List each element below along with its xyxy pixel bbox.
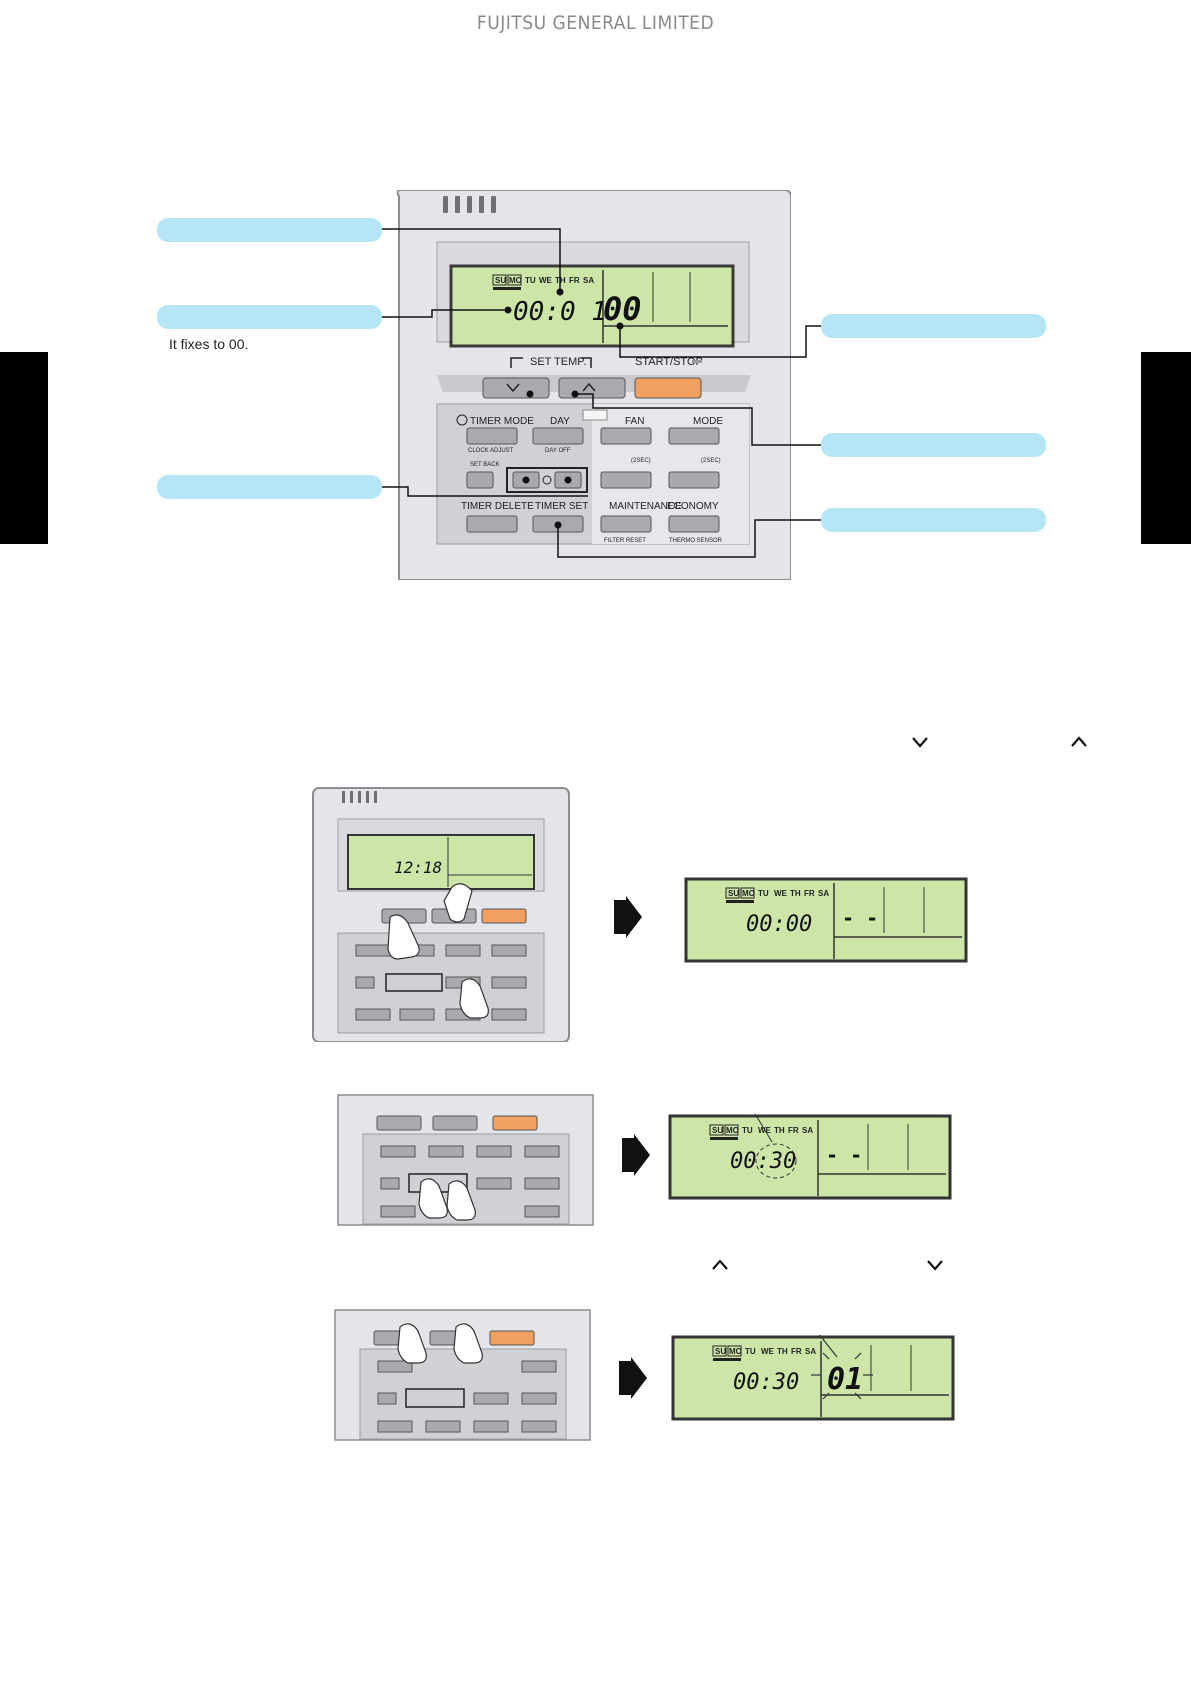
svg-text:TU: TU: [742, 1126, 753, 1135]
svg-text:MAINTENANCE: MAINTENANCE: [609, 501, 682, 512]
right-section-tab: [1141, 352, 1191, 544]
remote-controller: SU MO TU WE TH FR SA 00:0 1 00 SET TEMP.…: [396, 190, 791, 580]
svg-text:SU: SU: [728, 889, 739, 898]
timer-delete-button: [466, 515, 518, 533]
svg-text:SA: SA: [805, 1347, 816, 1356]
svg-text:FAN: FAN: [625, 416, 644, 427]
step1-lcd-value: - -: [842, 906, 878, 930]
day-su: SU: [495, 276, 506, 285]
callout-time-display: [157, 305, 382, 329]
chevron-up-icon: [712, 1259, 728, 1270]
day-tu: TU: [525, 276, 536, 285]
set-back-button: [466, 471, 494, 489]
set-temp-label: SET TEMP.: [530, 356, 586, 368]
svg-text:FR: FR: [788, 1126, 799, 1135]
company-header: FUJITSU GENERAL LIMITED: [476, 12, 715, 34]
arrow-right-icon: [619, 1357, 647, 1399]
svg-text:MODE: MODE: [693, 416, 723, 427]
svg-text:WE: WE: [761, 1347, 775, 1356]
step2-remote: [337, 1094, 594, 1226]
svg-text:THERMO SENSOR: THERMO SENSOR: [669, 538, 723, 544]
svg-text:TH: TH: [777, 1347, 788, 1356]
day-fr: FR: [569, 276, 580, 285]
callout-set-back-buttons: [157, 475, 382, 499]
svg-text:FILTER RESET: FILTER RESET: [604, 538, 646, 544]
swing-horizontal-button: [668, 471, 720, 489]
svg-text:SU: SU: [715, 1347, 726, 1356]
svg-text:DAY: DAY: [550, 416, 570, 427]
start-stop-button: [634, 377, 702, 399]
svg-text:DAY OFF: DAY OFF: [545, 448, 571, 454]
callout-timer-set-button: [821, 508, 1046, 532]
day-sa: SA: [583, 276, 594, 285]
mode-button: [668, 427, 720, 445]
step3-remote: [334, 1309, 591, 1441]
step3-lcd-value: 01: [827, 1362, 863, 1397]
svg-text:MO: MO: [726, 1126, 739, 1135]
left-section-tab: [0, 352, 48, 544]
chevron-down-icon: [912, 737, 928, 748]
svg-text:TIMER DELETE: TIMER DELETE: [461, 501, 534, 512]
svg-text:FR: FR: [804, 889, 815, 898]
svg-text:SET BACK: SET BACK: [470, 462, 500, 468]
svg-text:FR: FR: [791, 1347, 802, 1356]
hand-pointer-icon: [387, 883, 489, 1019]
step3-lcd-time: 00:30: [733, 1370, 799, 1395]
step1-remote: 12:18: [312, 787, 570, 1042]
chevron-up-icon: [1071, 736, 1087, 747]
hand-pointer-icon: [418, 1178, 476, 1221]
step1-small-time: 12:18: [394, 858, 442, 877]
svg-text:TU: TU: [745, 1347, 756, 1356]
maintenance-button: [600, 515, 652, 533]
start-stop-label: START/STOP: [635, 356, 703, 368]
callout-set-temp-buttons: [821, 433, 1046, 457]
svg-text:SA: SA: [802, 1126, 813, 1135]
timer-mode-button: [466, 427, 518, 445]
svg-text:(2SEC): (2SEC): [701, 458, 721, 464]
svg-text:TH: TH: [774, 1126, 785, 1135]
step2-lcd-time: 00:30: [730, 1149, 796, 1174]
svg-text:WE: WE: [774, 889, 788, 898]
callout-hour-display: [821, 314, 1046, 338]
day-button: [532, 427, 584, 445]
lcd-time: 00:0 1: [513, 297, 607, 327]
svg-text:TIMER MODE: TIMER MODE: [470, 416, 534, 427]
svg-text:TH: TH: [790, 889, 801, 898]
chevron-down-icon: [927, 1260, 943, 1271]
lcd-hour-value: 00: [603, 290, 642, 328]
arrow-right-icon: [614, 896, 642, 938]
economy-button: [668, 515, 720, 533]
step1-lcd-time: 00:00: [746, 912, 812, 937]
svg-text:MO: MO: [729, 1347, 742, 1356]
svg-text:SA: SA: [818, 889, 829, 898]
svg-text:TIMER SET: TIMER SET: [535, 501, 588, 512]
fan-button: [600, 427, 652, 445]
callout-day-indicator: [157, 218, 382, 242]
fixes-note: It fixes to 00.: [169, 336, 249, 352]
callout-leaders: [382, 228, 821, 558]
day-we: WE: [539, 276, 553, 285]
svg-text:SU: SU: [712, 1126, 723, 1135]
swing-vertical-button: [600, 471, 652, 489]
svg-text:(2SEC): (2SEC): [631, 458, 651, 464]
svg-text:CLOCK ADJUST: CLOCK ADJUST: [468, 448, 514, 454]
svg-text:ECONOMY: ECONOMY: [667, 501, 719, 512]
step2-lcd-value: - -: [826, 1143, 862, 1167]
lcd-screen: [449, 264, 735, 348]
svg-text:TU: TU: [758, 889, 769, 898]
hand-pointer-icon: [397, 1323, 483, 1364]
arrow-right-icon: [622, 1134, 650, 1176]
svg-text:MO: MO: [742, 889, 755, 898]
day-mo: MO: [509, 276, 522, 285]
